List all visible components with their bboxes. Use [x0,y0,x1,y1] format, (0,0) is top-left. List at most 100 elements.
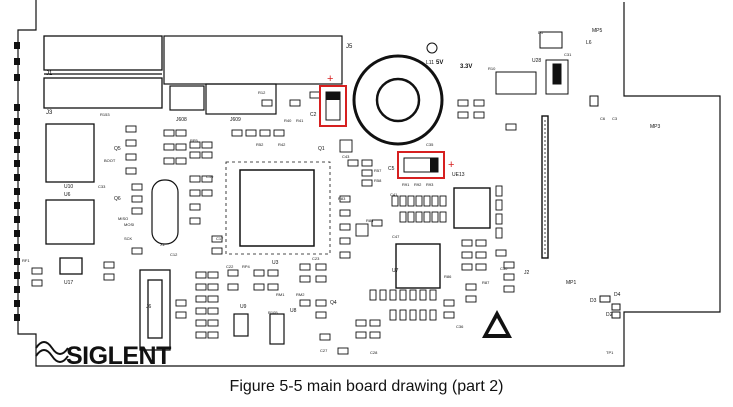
ic-u9-u8 [233,313,285,345]
label-boot: BOOT [104,158,116,163]
label-r12: R12 [258,90,266,95]
crystal-x1 [151,179,179,245]
regulator-u28 [495,31,599,107]
label-rp4: RP4 [242,264,251,269]
connector-j6 [139,269,171,351]
label-miso: MISO [118,216,128,221]
label-r10: R10 [488,66,496,71]
label-rm2: RM2 [296,292,305,297]
highlight-capacitor-c5 [397,151,445,179]
label-j5: J5 [346,44,353,50]
label-r84: R84 [366,218,374,223]
label-r57: R57 [374,168,382,173]
label-q5: Q5 [114,146,121,152]
label-mosi: MOSI [124,222,134,227]
label-c19: C19 [206,174,214,179]
label-c47: C47 [392,234,400,239]
label-r58: R58 [374,178,382,183]
label-r83: R83 [338,196,346,201]
label-c36: C36 [456,324,464,329]
diode-pads [599,295,621,319]
esd-symbol [482,310,512,338]
label-l11: L11 [426,60,434,66]
label-r41: R41 [296,118,304,123]
label-r93: R93 [426,182,434,187]
label-d3: D3 [590,298,597,304]
label-r42: R42 [278,142,286,147]
label-mp1: MP1 [566,280,577,286]
label-c23: C23 [312,256,320,261]
label-c5: C5 [388,166,395,172]
left-edge-pins [14,42,20,321]
connector-j5 [163,35,343,115]
label-u8: U8 [290,308,297,314]
label-sck: SCK [124,236,133,241]
ic-u10-u6 [45,123,95,275]
label-j1: J1 [46,71,53,77]
label-j2: J2 [524,270,530,276]
connector-j1 [43,35,163,109]
label-c17: C17 [216,236,224,241]
label-r153: R153 [100,112,110,117]
processor-u3 [225,161,331,255]
label-r40: R40 [284,118,292,123]
label-c6: C6 [600,116,606,121]
label-r87: R87 [482,280,490,285]
main-board-drawing: J1 J3 J5 J608 J609 L11 5V 3.3V MP5 L6 D1… [14,0,721,370]
label-ue13: UE13 [452,172,465,178]
label-c33: C33 [98,184,106,189]
label-c35: C35 [426,142,434,147]
label-rm1: RM1 [276,292,285,297]
label-r105: R105 [268,310,278,315]
label-q6: Q6 [114,196,121,202]
label-33v: 3.3V [460,64,472,70]
label-c30: C30 [500,266,508,271]
highlight-capacitor-c2 [319,85,347,127]
ic-ue13 [453,187,491,229]
label-c3: C3 [612,116,618,121]
ic-u7 [395,243,441,289]
label-d2: D2 [606,312,613,318]
round-component [352,42,444,146]
siglent-logo-text: SIGLENT [66,342,171,370]
figure-caption: Figure 5-5 main board drawing (part 2) [229,378,504,395]
label-mp5: MP5 [592,28,603,34]
label-c22: C22 [226,264,234,269]
siglent-logo: SIGLENT [35,341,172,370]
c5-plus-marker: + [448,159,454,171]
siglent-logo-wave-icon [35,341,69,363]
label-r92: R92 [414,182,422,187]
connector-j2 [541,115,549,259]
label-rf1: RF1 [22,258,30,263]
label-q4: Q4 [330,300,337,306]
label-c12: C12 [170,252,178,257]
c2-plus-marker: + [327,73,333,85]
label-u9: U9 [240,304,247,310]
label-r52: R52 [256,142,264,147]
label-j609: J609 [230,117,241,123]
label-j608: J608 [176,117,187,123]
label-u7: U7 [392,268,399,274]
label-u3: U3 [272,260,279,266]
small-component-pads [31,91,517,355]
label-j6: J6 [146,304,152,310]
label-r91: R91 [402,182,410,187]
label-tp1: TP1 [606,350,614,355]
label-u6: U6 [64,192,71,198]
label-q1: Q1 [318,146,325,152]
label-rp5: RP5 [190,138,199,143]
label-u10: U10 [64,184,73,190]
label-u28: U28 [532,58,541,64]
label-c27: C27 [320,348,328,353]
board-outline [17,0,721,367]
label-x1: X1 [160,242,166,247]
label-c43: C43 [342,154,350,159]
label-j3: J3 [46,110,53,116]
label-l6: L6 [586,40,592,46]
component-designators: R12 R40 R41 R42 R52 C43 R57 R58 R83 R84 … [170,90,508,355]
label-c41: C41 [390,192,398,197]
label-c2: C2 [310,112,317,118]
label-c28: C28 [370,350,378,355]
label-d4: D4 [614,292,621,298]
label-d1: D1 [538,30,544,35]
